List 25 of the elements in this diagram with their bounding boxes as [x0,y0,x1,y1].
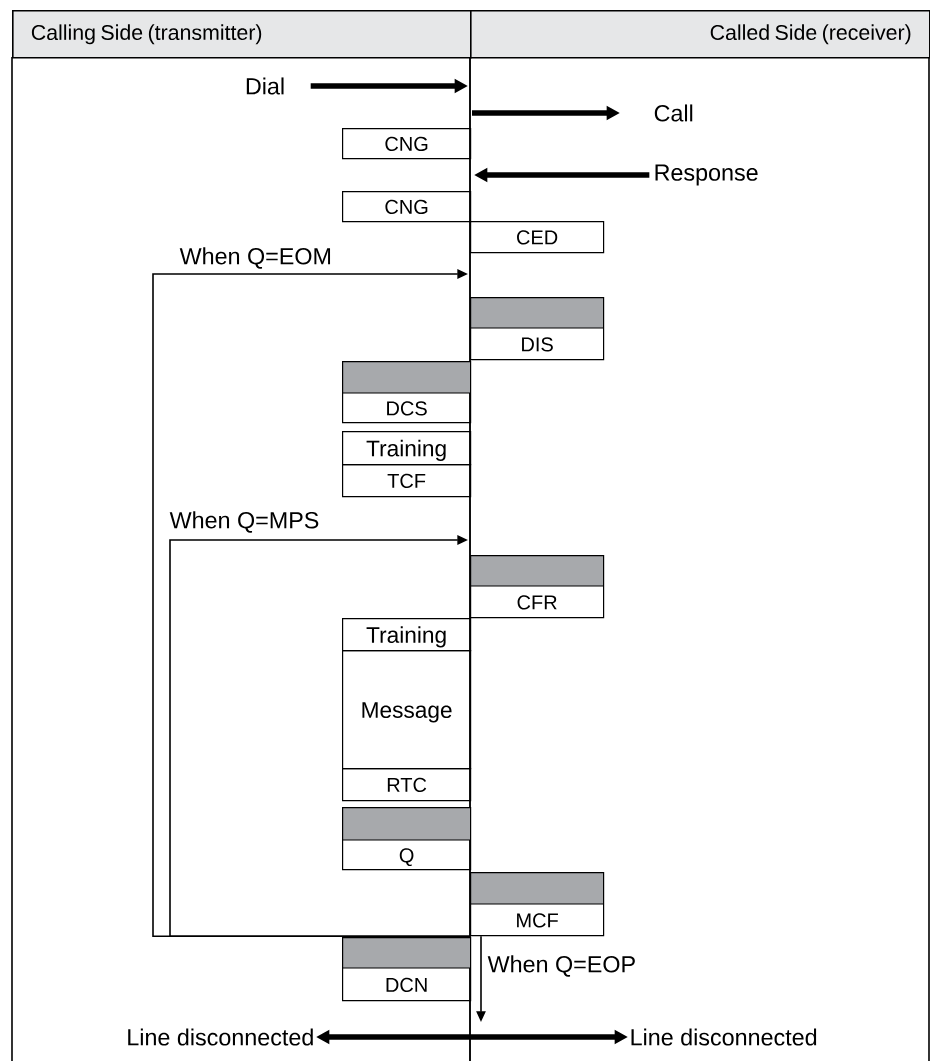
signal-box: DIS [469,297,605,361]
signal-box: TCF [342,464,472,498]
event-label: Line disconnected [128,1028,313,1046]
event-label: Response [655,164,758,186]
edge-label: When Q=MPS [168,510,321,534]
signal-box: RTC [342,768,472,802]
header-cell: Called Side (receiver) [470,10,930,59]
event-label: Call [654,104,693,122]
edge-label: When Q=EOM [178,246,334,270]
loop-arrow [169,535,471,937]
signal-box: Q [341,807,472,871]
signal-box: CFR [469,555,605,619]
event-label: Line disconnected [631,1028,817,1046]
signal-box: Message [342,650,472,770]
signal-box: MCF [469,872,605,937]
signal-box: CNG [342,191,472,223]
signal-box: DCN [341,937,472,1002]
event-label: Dial [246,77,284,95]
signal-box: CED [470,221,605,254]
signal-box: DCS [341,361,472,424]
header-cell: Calling Side (transmitter) [12,10,472,59]
signal-box: CNG [342,128,472,160]
signal-box: Training [342,431,472,466]
edge-label: When Q=EOP [486,954,638,978]
signal-box: Training [342,618,472,652]
